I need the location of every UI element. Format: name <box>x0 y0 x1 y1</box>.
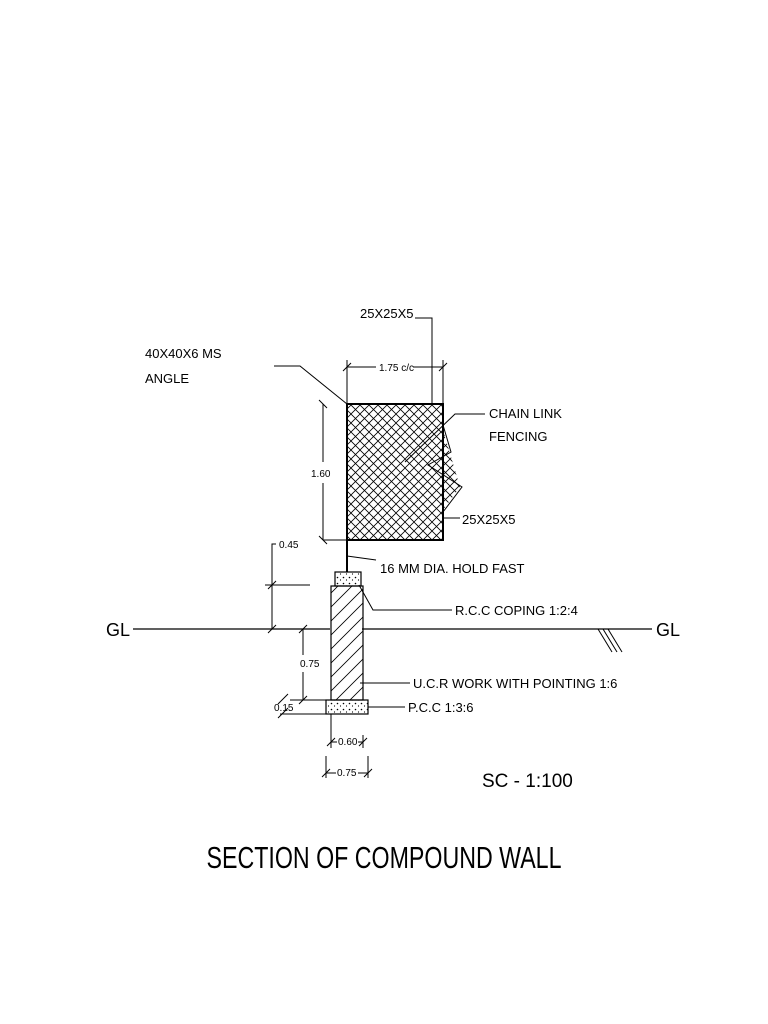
scale-label: SC - 1:100 <box>482 771 573 792</box>
ms-angle-label-line1: 40X40X6 MS <box>145 346 222 361</box>
coping-label: R.C.C COPING 1:2:4 <box>455 603 578 618</box>
dimension-lines <box>265 360 448 778</box>
plinth-height-dimension: 0.45 <box>279 540 299 551</box>
hold-fast-bar <box>346 555 377 561</box>
break-line <box>427 424 463 513</box>
rcc-coping <box>334 571 362 587</box>
ucr-work-label: U.C.R WORK WITH POINTING 1:6 <box>413 676 617 691</box>
fence-height-dimension: 1.60 <box>311 469 331 480</box>
chain-link-fencing <box>346 403 444 541</box>
fencing-label-line1: CHAIN LINK <box>489 406 562 421</box>
ms-angle-label-line2: ANGLE <box>145 371 189 386</box>
ucr-wall <box>330 585 364 701</box>
pcc-width-dimension: 0.75 <box>337 768 357 779</box>
fencing-break-tail <box>443 430 460 510</box>
post-size-top-label: 25X25X5 <box>360 306 414 321</box>
pcc-thickness-dimension: 0.15 <box>274 703 294 714</box>
post-size-side-label: 25X25X5 <box>462 512 516 527</box>
leader-lines <box>274 317 485 708</box>
drawing-title: SECTION OF COMPOUND WALL <box>207 840 562 875</box>
ground-level-label-right: GL <box>656 620 680 640</box>
ground-symbol <box>597 628 623 653</box>
pcc-footing <box>325 699 369 715</box>
ground-level-label-left: GL <box>106 620 130 640</box>
post-spacing-dimension: 1.75 c/c <box>379 363 414 374</box>
foundation-depth-dimension: 0.75 <box>300 659 320 670</box>
pcc-label: P.C.C 1:3:6 <box>408 700 474 715</box>
wall-width-dimension: 0.60 <box>338 737 358 748</box>
hold-fast-label: 16 MM DIA. HOLD FAST <box>380 561 525 576</box>
fencing-label-line2: FENCING <box>489 429 548 444</box>
